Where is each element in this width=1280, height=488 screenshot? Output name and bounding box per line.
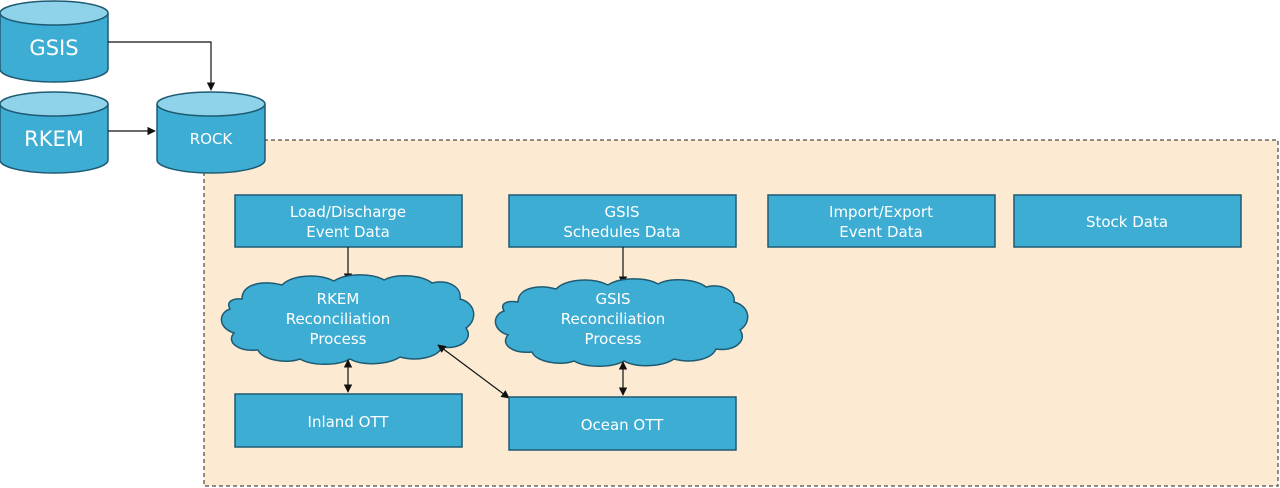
connector-rkem-process-ocean-ott [437,344,510,399]
rkem-database-label: RKEM [24,127,84,151]
ocean-ott-box: Ocean OTT [508,396,737,451]
rock-database-label: ROCK [190,130,234,148]
rock-database: ROCK [156,91,266,174]
rkem-process-line-1: RKEM [317,290,360,308]
gsis-process-line-1: GSIS [595,290,630,308]
load-discharge-line-1: Load/Discharge [290,203,406,221]
import-export-line-2: Event Data [839,223,923,241]
rkem-process-line-3: Process [310,330,367,348]
stock-data-box: Stock Data [1013,194,1242,248]
gsis-reconciliation-process-cloud: GSIS Reconciliation Process [494,278,749,367]
rkem-reconciliation-process-cloud: RKEM Reconciliation Process [220,274,475,365]
inland-ott-box: Inland OTT [234,393,463,448]
gsis-process-line-3: Process [585,330,642,348]
rkem-database: RKEM [0,91,109,174]
gsis-process-line-2: Reconciliation [561,310,666,328]
inland-ott-label: Inland OTT [308,413,390,431]
gsis-schedules-data-box: GSIS Schedules Data [508,194,737,248]
stock-data-label: Stock Data [1086,213,1168,231]
connector-gsis-to-rock [108,41,216,91]
rkem-process-line-2: Reconciliation [286,310,391,328]
gsis-schedules-line-1: GSIS [604,203,639,221]
gsis-schedules-line-2: Schedules Data [563,223,680,241]
ocean-ott-label: Ocean OTT [581,416,664,434]
load-discharge-event-data-box: Load/Discharge Event Data [234,194,463,248]
load-discharge-line-2: Event Data [306,223,390,241]
import-export-event-data-box: Import/Export Event Data [767,194,996,248]
gsis-database-label: GSIS [29,36,78,60]
import-export-line-1: Import/Export [829,203,933,221]
gsis-database: GSIS [0,0,109,83]
